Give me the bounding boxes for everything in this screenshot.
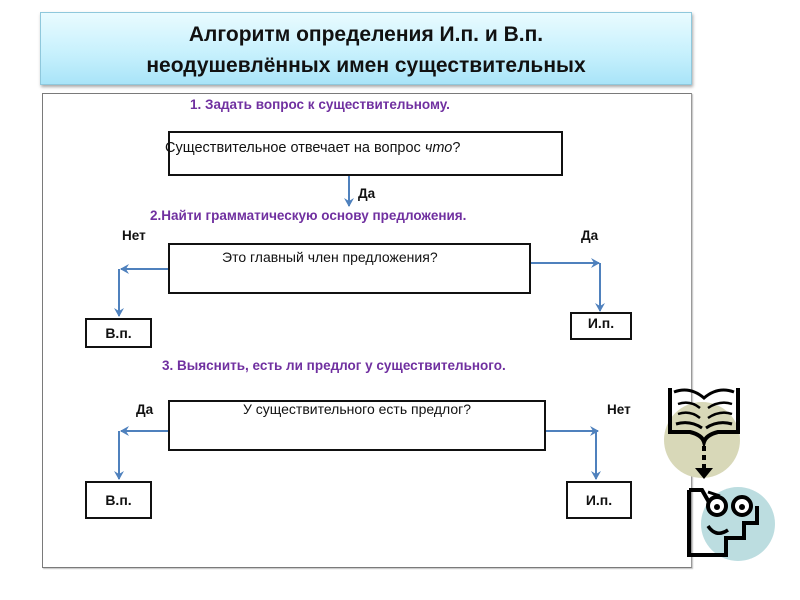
- open-book-icon: [668, 388, 740, 450]
- step-2-no-label: Нет: [122, 228, 146, 243]
- step-3-heading: 3. Выяснить, есть ли предлог у существит…: [162, 358, 506, 373]
- step-2-yes-label: Да: [581, 228, 599, 243]
- book-to-reader-icon: [664, 388, 775, 561]
- step-1-question-box: [168, 131, 563, 176]
- step-2-result-nominative: И.п.: [570, 312, 632, 340]
- step-1-question-prefix: Существительное отвечает на вопрос: [165, 140, 425, 156]
- reader-face-icon: [687, 488, 759, 557]
- step-3-question: У существительного есть предлог?: [243, 401, 472, 417]
- step-2-question-box: [168, 243, 531, 294]
- step-2-heading: 2.Найти грамматическую основу предложени…: [150, 208, 467, 223]
- step-3-result-accusative: В.п.: [85, 481, 152, 519]
- step-3-question-box: [168, 400, 546, 451]
- step-1-question: Существительное отвечает на вопрос что?: [165, 140, 460, 156]
- step-3-yes-label: Да: [136, 402, 154, 417]
- title-line-2: неодушевлённых имен существительных: [146, 54, 586, 77]
- step-2-result-accusative: В.п.: [85, 318, 152, 348]
- dotted-arrow-icon: [695, 446, 713, 479]
- step-1-question-italic: что: [424, 140, 453, 156]
- step-1-question-suffix: ?: [452, 140, 461, 156]
- algorithm-panel: [42, 93, 692, 568]
- step-3-result-nominative: И.п.: [566, 481, 632, 519]
- title-line-1: Алгоритм определения И.п. и В.п.: [188, 23, 544, 46]
- step-2-question: Это главный член предложения?: [222, 249, 438, 265]
- step-3-no-label: Нет: [607, 402, 631, 417]
- slide-title: Алгоритм определения И.п. и В.п. неодуше…: [40, 12, 692, 85]
- step-1-heading: 1. Задать вопрос к существительному.: [190, 97, 450, 112]
- step-1-yes-label: Да: [358, 186, 376, 201]
